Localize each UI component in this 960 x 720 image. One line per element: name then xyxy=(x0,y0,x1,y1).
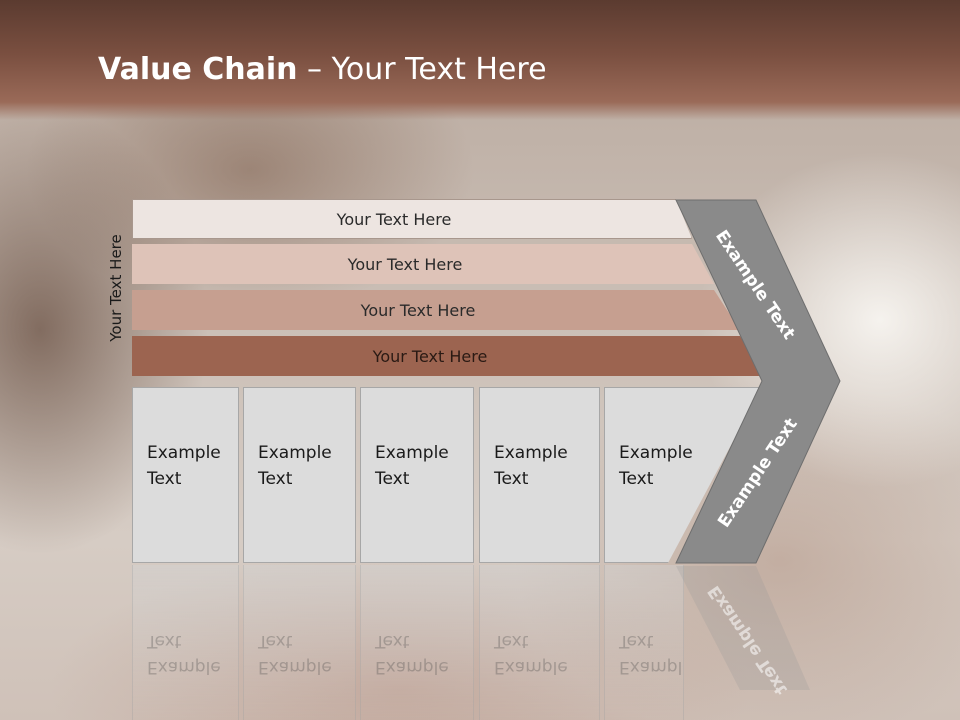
band-label: Your Text Here xyxy=(347,254,463,274)
title-rest: – Your Text Here xyxy=(297,52,547,87)
primary-column-2[interactable]: Example Text xyxy=(243,387,356,563)
column-reflection: Example Text xyxy=(479,565,600,720)
primary-column-3[interactable]: Example Text xyxy=(360,387,474,563)
title-bold: Value Chain xyxy=(98,52,298,87)
column-reflection: Example Text xyxy=(132,565,239,720)
column-text: Example Text xyxy=(147,443,221,489)
title-bar xyxy=(0,0,960,120)
support-band-4[interactable]: Your Text Here xyxy=(132,336,764,376)
band-label: Your Text Here xyxy=(372,346,488,366)
column-text: Example Text xyxy=(258,443,332,489)
primary-column-1[interactable]: Example Text xyxy=(132,387,239,563)
vertical-side-label[interactable]: Your Text Here xyxy=(107,234,125,342)
band-label: Your Text Here xyxy=(336,209,452,229)
slide-title[interactable]: Value Chain – Your Text Here xyxy=(98,52,547,87)
support-band-1[interactable]: Your Text Here xyxy=(132,199,692,239)
column-text: Example Text xyxy=(375,443,449,489)
support-band-2[interactable]: Your Text Here xyxy=(132,244,714,284)
support-band-3[interactable]: Your Text Here xyxy=(132,290,740,330)
primary-column-4[interactable]: Example Text xyxy=(479,387,600,563)
column-reflection: Example Text xyxy=(360,565,474,720)
band-label: Your Text Here xyxy=(360,300,476,320)
column-reflection: Example Text xyxy=(604,565,684,720)
column-text: Example Text xyxy=(619,443,693,489)
column-reflection: Example Text xyxy=(243,565,356,720)
column-text: Example Text xyxy=(494,443,568,489)
